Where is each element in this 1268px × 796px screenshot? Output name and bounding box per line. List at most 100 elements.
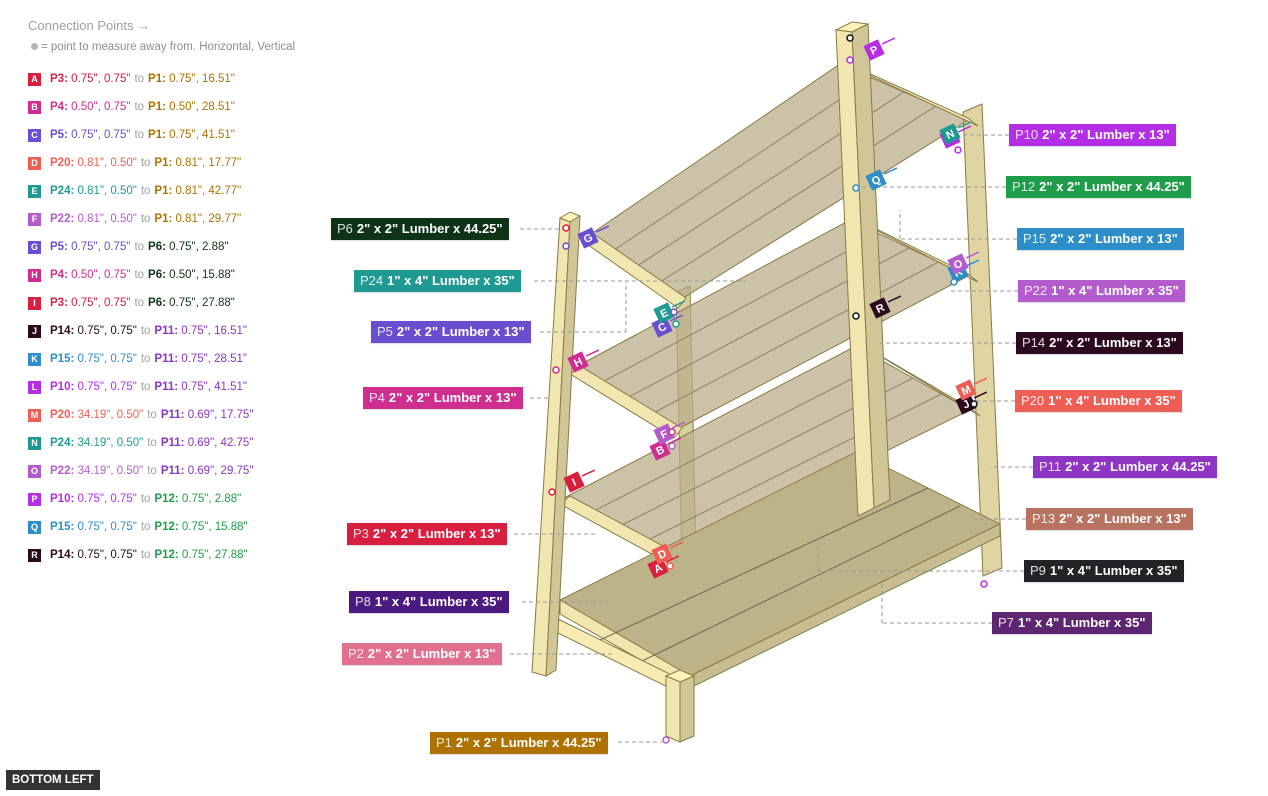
to-part: P12:: [154, 521, 179, 533]
to-word: to: [147, 465, 157, 477]
measure-point-dot: [852, 312, 860, 320]
to-part: P11:: [154, 381, 179, 393]
from-part: P20:: [50, 157, 75, 169]
connection-marker-i[interactable]: I: [563, 465, 599, 493]
connection-marker-p[interactable]: P: [863, 33, 899, 61]
connection-marker-e[interactable]: E: [653, 296, 689, 324]
connection-badge: C: [28, 128, 41, 142]
part-desc: 1" x 4" Lumber x 35": [387, 273, 515, 288]
to-part: P1:: [148, 73, 166, 85]
to-part: P1:: [154, 157, 173, 169]
to-word: to: [147, 409, 157, 421]
from-offset: 0.50", 0.75": [71, 269, 131, 281]
to-offset: 0.69", 42.75": [187, 437, 254, 449]
to-word: to: [140, 381, 151, 393]
connection-marker-f[interactable]: F: [653, 417, 689, 445]
connection-marker-n[interactable]: N: [939, 117, 975, 145]
connection-arrow: [973, 391, 988, 399]
to-offset: 0.75", 2.88": [169, 241, 229, 253]
connection-marker-o[interactable]: O: [947, 247, 983, 275]
measure-point-dot: [562, 242, 570, 250]
measure-point-dot: [980, 580, 988, 588]
connection-marker-a[interactable]: A: [647, 551, 683, 579]
to-offset: 0.69", 17.75": [187, 409, 254, 421]
connection-badge: P: [28, 492, 41, 506]
part-desc: 2" x 2" Lumber x 13": [1050, 231, 1178, 246]
connection-points-title[interactable]: Connection Points →: [28, 18, 151, 33]
part-desc: 2" x 2" Lumber x 44.25": [455, 735, 602, 750]
part-id: P3: [353, 526, 369, 541]
to-part: P11:: [154, 325, 179, 337]
connection-marker-q[interactable]: Q: [865, 163, 901, 191]
measure-point-dot: [666, 562, 674, 570]
connection-arrow: [965, 251, 980, 259]
measure-note: = point to measure away from. Horizontal…: [28, 41, 328, 53]
part-id: P6: [337, 221, 353, 236]
from-offset: 0.81", 0.50": [77, 213, 137, 225]
connection-marker-d[interactable]: D: [651, 537, 687, 565]
connection-marker-b[interactable]: B: [649, 433, 685, 461]
to-word: to: [140, 353, 151, 365]
connection-marker-badge: [563, 471, 585, 493]
from-offset: 0.75", 0.75": [71, 297, 131, 309]
connection-marker-j[interactable]: J: [955, 387, 991, 415]
front-left-leg-side: [545, 215, 581, 677]
connection-marker-letter: P: [869, 44, 881, 58]
connection-marker-c[interactable]: C: [651, 310, 687, 338]
measure-point-dot: [852, 184, 860, 192]
shelf-model: [531, 21, 1003, 743]
connection-marker-badge: [939, 123, 961, 145]
view-bottom-left-button[interactable]: BOTTOM LEFT: [6, 770, 100, 790]
to-part: P1:: [154, 185, 173, 197]
to-part: P12:: [154, 493, 179, 505]
to-offset: 0.50", 15.88": [169, 269, 235, 281]
front-center-leg-side: [679, 675, 695, 743]
measure-point-dot: [672, 320, 680, 328]
connection-marker-g[interactable]: G: [577, 221, 613, 249]
connection-marker-r[interactable]: R: [869, 291, 905, 319]
connection-marker-letter: J: [961, 398, 972, 411]
part-id: P9: [1030, 563, 1046, 578]
connection-marker-m[interactable]: M: [955, 373, 991, 401]
part-id: P10: [1015, 127, 1039, 142]
connection-marker-badge: [651, 316, 673, 338]
connection-badge: L: [28, 380, 41, 394]
connection-marker-h[interactable]: H: [567, 345, 603, 373]
